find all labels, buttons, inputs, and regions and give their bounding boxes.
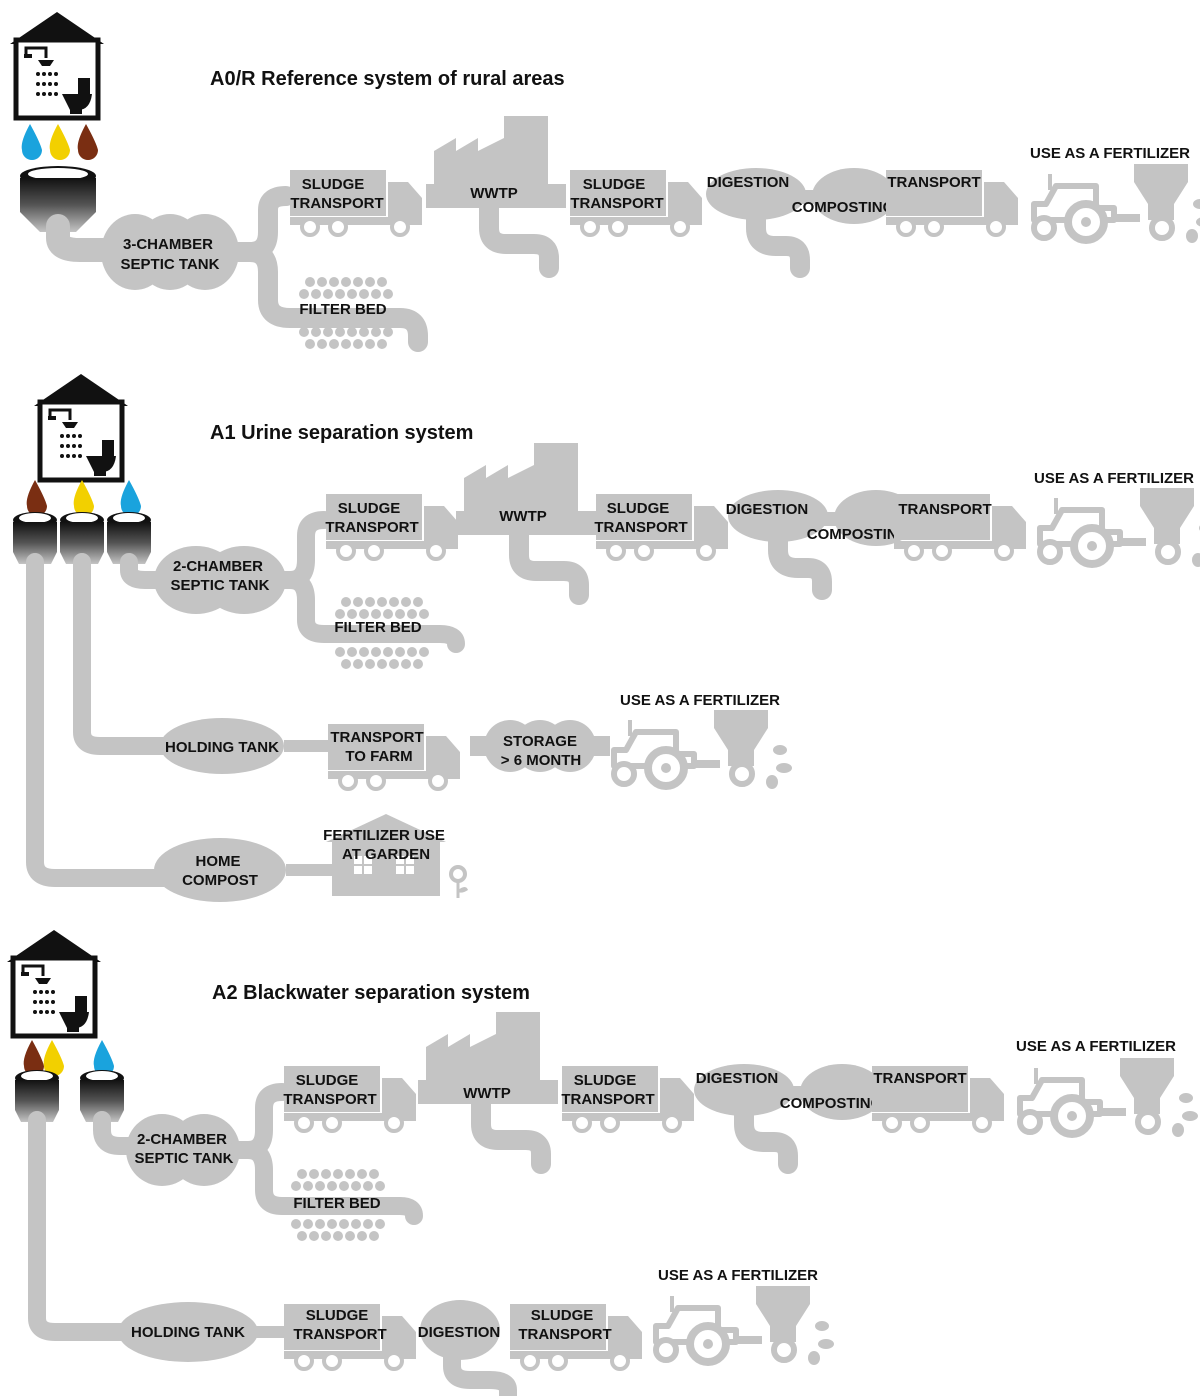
- svg-text:TRANSPORT: TRANSPORT: [293, 1326, 386, 1343]
- sludge-transport-label: SLUDGE: [531, 1307, 594, 1324]
- sludge-transport-label: SLUDGE: [302, 176, 365, 193]
- filter-bed-label: FILTER BED: [299, 301, 386, 318]
- digestion-label: DIGESTION: [707, 174, 790, 191]
- section-a2: A2 Blackwater separation system 2-CHAMBE…: [7, 930, 1198, 1396]
- svg-text:AT GARDEN: AT GARDEN: [342, 846, 430, 863]
- wwtp-label: WWTP: [499, 508, 546, 525]
- sludge-transport-label: SLUDGE: [583, 176, 646, 193]
- septic-tank-2-chamber: 2-CHAMBER SEPTIC TANK: [126, 1114, 240, 1186]
- composting-label: COMPOSTING: [792, 199, 895, 216]
- section-title: A1 Urine separation system: [210, 422, 473, 444]
- section-a0: A0/R Reference system of rural areas 3-C…: [10, 12, 1200, 352]
- septic-tank-2-chamber: 2-CHAMBER SEPTIC TANK: [154, 546, 286, 614]
- svg-text:TRANSPORT: TRANSPORT: [518, 1326, 611, 1343]
- svg-text:> 6 MONTH: > 6 MONTH: [501, 752, 581, 769]
- drop-icon: [26, 480, 141, 516]
- digestion-tank: DIGESTION: [418, 1300, 517, 1396]
- digestion-label: DIGESTION: [696, 1070, 779, 1087]
- sludge-transport-label: SLUDGE: [607, 500, 670, 517]
- svg-text:HOLDING TANK: HOLDING TANK: [165, 739, 279, 756]
- transport-to-farm-label: TRANSPORT: [330, 729, 423, 746]
- sludge-transport-label: SLUDGE: [306, 1307, 369, 1324]
- house-icon: [7, 930, 101, 1036]
- use-fertilizer-label: USE AS A FERTILIZER: [1034, 470, 1194, 487]
- svg-text:HOME: HOME: [196, 853, 241, 870]
- svg-text:TRANSPORT: TRANSPORT: [561, 1091, 654, 1108]
- svg-text:TRANSPORT: TRANSPORT: [290, 195, 383, 212]
- house-icon: [10, 12, 104, 118]
- sludge-transport-label: SLUDGE: [296, 1072, 359, 1089]
- house-icon: [34, 374, 128, 480]
- svg-text:TRANSPORT: TRANSPORT: [570, 195, 663, 212]
- svg-text:3-CHAMBER: 3-CHAMBER: [123, 236, 213, 253]
- section-title: A0/R Reference system of rural areas: [210, 68, 565, 90]
- filter-bed-label: FILTER BED: [334, 619, 421, 636]
- holding-tank: HOLDING TANK: [160, 718, 284, 774]
- drop-icon: [23, 1040, 114, 1076]
- svg-text:2-CHAMBER: 2-CHAMBER: [173, 558, 263, 575]
- tractor-icon: [656, 1286, 834, 1365]
- home-compost: HOME COMPOST: [154, 838, 286, 902]
- tractor-icon: [1034, 164, 1200, 243]
- svg-text:TRANSPORT: TRANSPORT: [325, 519, 418, 536]
- digestion-label: DIGESTION: [726, 501, 809, 518]
- transport-label: TRANSPORT: [898, 501, 991, 518]
- svg-text:TRANSPORT: TRANSPORT: [594, 519, 687, 536]
- svg-text:DIGESTION: DIGESTION: [418, 1324, 501, 1341]
- transport-label: TRANSPORT: [887, 174, 980, 191]
- sludge-transport-label: SLUDGE: [574, 1072, 637, 1089]
- svg-text:TRANSPORT: TRANSPORT: [283, 1091, 376, 1108]
- svg-text:COMPOST: COMPOST: [182, 872, 258, 889]
- svg-text:HOLDING TANK: HOLDING TANK: [131, 1324, 245, 1341]
- filter-bed-label: FILTER BED: [293, 1195, 380, 1212]
- svg-text:2-CHAMBER: 2-CHAMBER: [137, 1131, 227, 1148]
- fertilizer-garden-label: FERTILIZER USE: [323, 827, 445, 844]
- drop-icon: [21, 124, 98, 160]
- septic-tank-3-chamber: 3-CHAMBER SEPTIC TANK: [101, 214, 239, 290]
- storage-tank: STORAGE > 6 MONTH: [470, 720, 610, 772]
- wwtp-label: WWTP: [470, 185, 517, 202]
- svg-text:STORAGE: STORAGE: [503, 733, 577, 750]
- svg-text:SEPTIC TANK: SEPTIC TANK: [171, 577, 270, 594]
- tractor-icon: [614, 710, 792, 789]
- use-fertilizer-label: USE AS A FERTILIZER: [1016, 1038, 1176, 1055]
- svg-text:SEPTIC TANK: SEPTIC TANK: [121, 256, 220, 273]
- sludge-transport-label: SLUDGE: [338, 500, 401, 517]
- tractor-icon: [1020, 1058, 1198, 1137]
- use-fertilizer-label: USE AS A FERTILIZER: [620, 692, 780, 709]
- section-a1: A1 Urine separation system 2-CHAMBER SEP…: [13, 374, 1200, 902]
- svg-text:SEPTIC TANK: SEPTIC TANK: [135, 1150, 234, 1167]
- section-title: A2 Blackwater separation system: [212, 982, 530, 1004]
- tractor-icon: [1040, 488, 1200, 567]
- use-fertilizer-label: USE AS A FERTILIZER: [1030, 145, 1190, 162]
- holding-tank: HOLDING TANK: [118, 1302, 258, 1362]
- wwtp-label: WWTP: [463, 1085, 510, 1102]
- use-fertilizer-label: USE AS A FERTILIZER: [658, 1267, 818, 1284]
- transport-label: TRANSPORT: [873, 1070, 966, 1087]
- svg-text:TO FARM: TO FARM: [345, 748, 412, 765]
- composting-label: COMPOSTING: [807, 526, 910, 543]
- composting-label: COMPOSTING: [780, 1095, 883, 1112]
